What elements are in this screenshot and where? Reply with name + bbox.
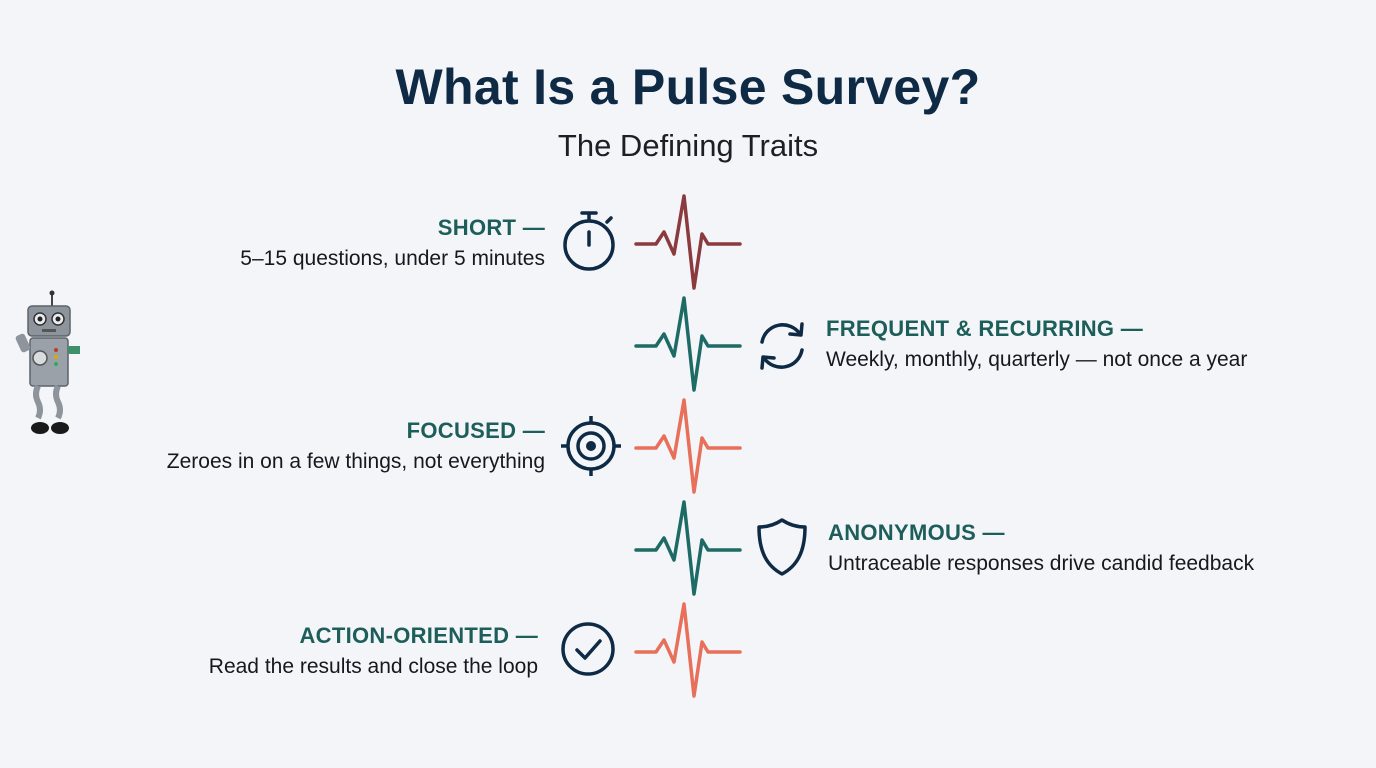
pulse-line-anonymous (634, 500, 742, 596)
trait-action-oriented: ACTION-ORIENTED — Read the results and c… (209, 623, 538, 679)
shield-icon (757, 518, 807, 576)
trait-anonymous: ANONYMOUS — Untraceable responses drive … (828, 520, 1254, 576)
trait-heading: ACTION-ORIENTED — (299, 623, 538, 648)
stopwatch-icon (563, 211, 615, 271)
trait-heading: FREQUENT & RECURRING — (826, 316, 1144, 341)
pulse-line-frequent (634, 296, 742, 392)
slide-subtitle: The Defining Traits (557, 128, 819, 163)
robot-mascot-icon (15, 290, 80, 434)
pulse-path (634, 500, 742, 596)
trait-description: Weekly, monthly, quarterly — not once a … (826, 348, 1248, 371)
check-circle-icon (561, 622, 615, 676)
trait-description: Untraceable responses drive candid feedb… (828, 552, 1255, 575)
trait-description: 5–15 questions, under 5 minutes (240, 247, 545, 270)
pulse-path (634, 194, 742, 290)
trait-heading: ANONYMOUS — (828, 520, 1005, 545)
pulse-line-focused (634, 398, 742, 494)
trait-short: SHORT — 5–15 questions, under 5 minutes (240, 215, 545, 271)
pulse-line-action (634, 602, 742, 698)
target-icon (561, 416, 621, 476)
trait-heading: SHORT — (437, 215, 545, 240)
trait-description: Zeroes in on a few things, not everythin… (166, 450, 545, 473)
trait-heading: FOCUSED — (406, 418, 545, 443)
trait-description: Read the results and close the loop (208, 655, 538, 678)
trait-focused: FOCUSED — Zeroes in on a few things, not… (167, 418, 545, 474)
pulse-path (634, 296, 742, 392)
pulse-line-short (634, 194, 742, 290)
pulse-path (634, 398, 742, 494)
refresh-icon (760, 322, 804, 370)
pulse-path (634, 602, 742, 698)
trait-frequent-recurring: FREQUENT & RECURRING — Weekly, monthly, … (826, 316, 1247, 372)
slide-title: What Is a Pulse Survey? (395, 59, 981, 115)
